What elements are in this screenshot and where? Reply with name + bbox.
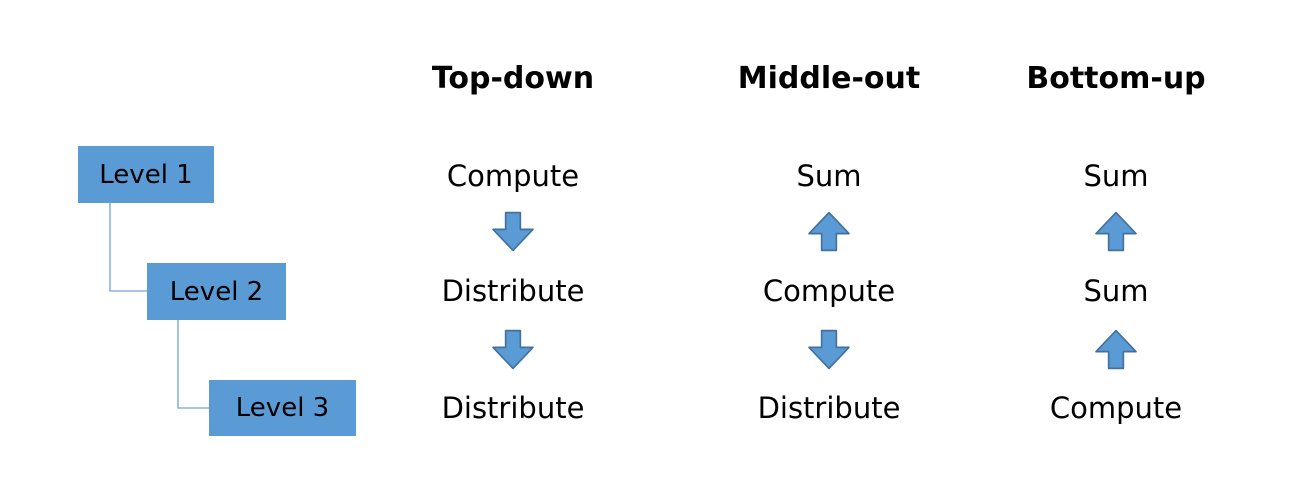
step-label: Compute	[446, 159, 580, 193]
arrow-down-icon	[808, 329, 850, 370]
column-top-down: Top-down Compute Distribute Distribute	[373, 0, 653, 496]
flow-arrow	[1095, 329, 1137, 370]
level-3-label: Level 3	[235, 393, 330, 423]
step-label: Distribute	[757, 391, 901, 425]
flow-arrow	[808, 211, 850, 252]
flow-arrow	[1095, 211, 1137, 252]
arrow-up-icon	[808, 211, 850, 252]
step-label: Sum	[796, 159, 862, 193]
arrow-up-icon	[1095, 211, 1137, 252]
step-label: Sum	[1083, 159, 1149, 193]
column-header: Top-down	[431, 61, 595, 96]
column-header: Middle-out	[737, 61, 921, 96]
level-1-label: Level 1	[99, 159, 193, 190]
step-label: Compute	[762, 274, 896, 308]
arrow-up-icon	[1095, 329, 1137, 370]
level-1-box: Level 1	[78, 146, 214, 203]
level-2-box: Level 2	[147, 263, 286, 320]
column-header: Bottom-up	[1026, 61, 1206, 96]
arrow-down-icon	[492, 211, 534, 252]
step-label: Sum	[1083, 274, 1149, 308]
step-label: Distribute	[441, 391, 585, 425]
step-label: Compute	[1049, 391, 1183, 425]
column-middle-out: Middle-out Sum Compute Distribute	[689, 0, 969, 496]
connector-level2-level3	[177, 320, 209, 409]
level-3-box: Level 3	[209, 380, 356, 436]
step-label: Distribute	[441, 274, 585, 308]
flow-arrow	[808, 329, 850, 370]
column-bottom-up: Bottom-up Sum Sum Compute	[976, 0, 1256, 496]
flow-arrow	[492, 211, 534, 252]
connector-level1-level2	[109, 203, 147, 292]
arrow-down-icon	[492, 329, 534, 370]
level-2-label: Level 2	[169, 276, 264, 307]
flow-arrow	[492, 329, 534, 370]
